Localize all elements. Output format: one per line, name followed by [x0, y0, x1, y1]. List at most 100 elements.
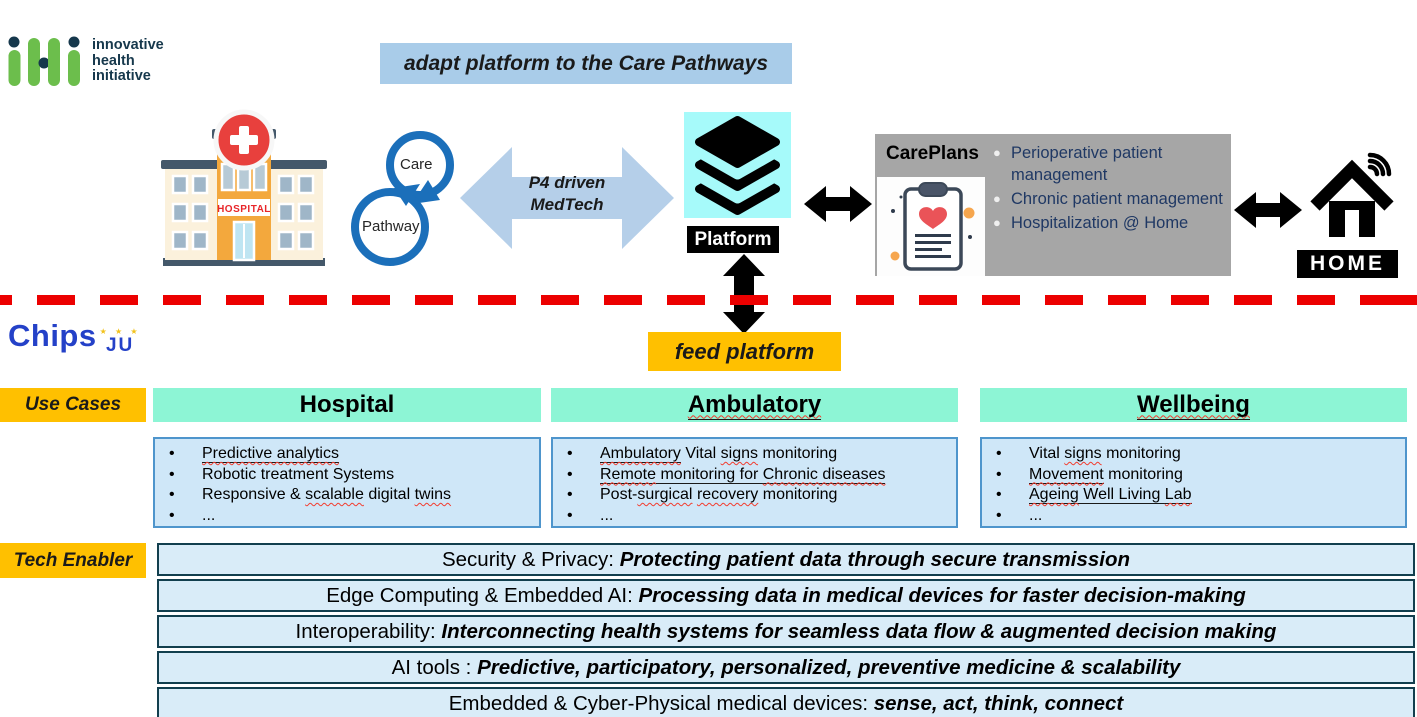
use-case-header-text: Ambulatory — [687, 390, 822, 420]
use-case-item-text: Robotic treatment Systems — [202, 465, 395, 483]
bullet: ● — [993, 191, 1001, 206]
ihi-logo-icon — [8, 36, 80, 86]
smart-home-icon — [1310, 152, 1394, 237]
tech-row-emphasis: Interconnecting health systems for seaml… — [441, 619, 1277, 643]
use-case-item: • Post-surgical recovery monitoring — [553, 485, 956, 506]
bullet: • — [567, 445, 573, 462]
care-pathway-care-label: Care — [400, 156, 433, 173]
ihi-logo-line: health — [92, 52, 135, 69]
bullet: • — [169, 486, 175, 503]
bullet: • — [996, 445, 1002, 462]
careplans-list: ● Perioperative patient management ● Chron… — [993, 142, 1225, 236]
wifi-icon — [1367, 152, 1392, 177]
use-case-item: • Predictive analytics — [155, 444, 539, 465]
use-case-item-text: ... — [1029, 506, 1043, 524]
use-case-item-text: Ambulatory Vital signs monitoring — [600, 445, 838, 463]
ihi-logo-line: initiative — [92, 68, 151, 84]
use-case-item: •... — [553, 506, 956, 527]
platform-layers-icon — [693, 116, 782, 215]
careplan-clipboard-icon — [877, 177, 985, 276]
adapt-platform-banner: adapt platform to the Care Pathways — [380, 43, 792, 84]
hospital-sign-text: HOSPITAL — [217, 204, 271, 215]
use-case-item: • Remote monitoring for Chronic diseases — [553, 465, 956, 486]
tech-enabler-row-security: Security & Privacy: Protecting patient d… — [157, 543, 1415, 576]
platform-label: Platform — [687, 226, 779, 253]
platform-icon-background — [684, 112, 791, 218]
p4-line1: P4 driven — [528, 173, 606, 192]
careplan-item: ● Chronic patient management — [993, 188, 1225, 210]
use-case-item-text: Vital signs monitoring — [1029, 445, 1181, 462]
ihi-logo-text: innovative health initiative — [92, 36, 164, 85]
ihi-logo: innovative health initiative — [8, 36, 228, 98]
bullet: • — [169, 465, 175, 483]
bullet: ● — [993, 145, 1001, 160]
tech-row-prefix: AI tools : — [391, 655, 478, 679]
care-pathway-pathway-label: Pathway — [362, 218, 420, 235]
use-case-header-text: Wellbeing — [1137, 390, 1250, 420]
p4-medtech-arrow-icon — [460, 147, 674, 249]
tech-row-emphasis: sense, act, think, connect — [873, 691, 1124, 715]
bullet: • — [567, 465, 573, 483]
care-pathway-icon — [351, 131, 454, 266]
tech-row-emphasis: Predictive, participatory, personalized,… — [477, 655, 1181, 679]
ihi-logo-line: innovative — [92, 37, 164, 53]
bullet: • — [169, 445, 175, 462]
use-case-header-ambulatory: Ambulatory — [551, 388, 958, 422]
hospital-icon: HOSPITAL — [161, 109, 327, 266]
tech-enabler-row-ai-tools: AI tools : Predictive, participatory, pe… — [157, 651, 1415, 684]
bullet: ● — [993, 215, 1001, 230]
use-case-item-text: Ageing Well Living Lab — [1029, 486, 1192, 504]
bullet: • — [169, 506, 175, 524]
careplans-home-arrow-icon — [1234, 192, 1302, 228]
red-dashed-divider — [0, 295, 1417, 305]
tech-row-prefix: Interoperability: — [295, 619, 442, 643]
bullet: • — [996, 486, 1002, 503]
use-case-item: • Responsive & scalable digital twins — [155, 485, 539, 506]
use-case-header-hospital: Hospital — [153, 388, 541, 422]
use-case-header-wellbeing: Wellbeing — [980, 388, 1407, 422]
bullet: • — [996, 506, 1002, 524]
tech-row-emphasis: Protecting patient data through secure t… — [619, 547, 1131, 571]
careplan-item-text: Chronic patient management — [1011, 190, 1223, 208]
use-case-box-hospital: • Predictive analytics • Robotic treatment … — [153, 437, 541, 528]
use-case-item-text: ... — [202, 506, 216, 524]
use-case-item-text: Responsive & scalable digital twins — [202, 486, 452, 503]
platform-feed-arrow-icon — [723, 254, 765, 334]
home-label: HOME — [1297, 250, 1398, 278]
careplan-item-text: Hospitalization @ Home — [1011, 214, 1189, 232]
use-case-item: • Ambulatory Vital signs monitoring — [553, 444, 956, 465]
use-case-item: • Movement monitoring — [982, 465, 1405, 486]
use-case-item-text: Movement monitoring — [1029, 465, 1183, 484]
p4-line2: MedTech — [530, 195, 604, 214]
bullet: • — [996, 465, 1002, 483]
use-case-item: • Ageing Well Living Lab — [982, 485, 1405, 506]
tech-enabler-row-edge: Edge Computing & Embedded AI: Processing… — [157, 579, 1415, 612]
tech-enabler-label: Tech Enabler — [0, 543, 146, 578]
tech-row-prefix: Embedded & Cyber-Physical medical device… — [448, 691, 874, 715]
platform-careplans-arrow-icon — [804, 186, 872, 222]
tech-enabler-row-interoperability: Interoperability: Interconnecting health… — [157, 615, 1415, 648]
chipsju-stars: ★ ★ ★ — [99, 327, 141, 336]
use-case-item: • Vital signs monitoring — [982, 444, 1405, 465]
tech-enabler-row-devices: Embedded & Cyber-Physical medical device… — [157, 687, 1415, 717]
use-case-item-text: Remote monitoring for Chronic diseases — [600, 465, 886, 484]
careplan-item-text: Perioperative patient management — [1011, 144, 1163, 184]
bullet: • — [567, 486, 573, 503]
use-case-item-text: Post-surgical recovery monitoring — [600, 486, 838, 503]
tech-row-prefix: Security & Privacy: — [441, 547, 620, 571]
use-case-item: •... — [982, 506, 1405, 527]
careplan-item: ● Perioperative patient management — [993, 142, 1225, 186]
tech-row-emphasis: Processing data in medical devices for f… — [638, 583, 1246, 607]
use-case-item-text: ... — [600, 506, 614, 524]
use-case-box-wellbeing: • Vital signs monitoring • Movement monitor… — [980, 437, 1407, 528]
chipsju-sub: JU — [105, 335, 135, 356]
tech-row-prefix: Edge Computing & Embedded AI: — [326, 583, 639, 607]
bullet: • — [567, 506, 573, 524]
careplan-item: ● Hospitalization @ Home — [993, 212, 1225, 234]
use-cases-label: Use Cases — [0, 388, 146, 422]
use-case-box-ambulatory: • Ambulatory Vital signs monitoring • Remot… — [551, 437, 958, 528]
use-case-item-text: Predictive analytics — [202, 445, 339, 463]
chipsju-logo: Chips ★ ★ ★ JU — [8, 318, 141, 368]
use-case-header-text: Hospital — [299, 391, 395, 418]
